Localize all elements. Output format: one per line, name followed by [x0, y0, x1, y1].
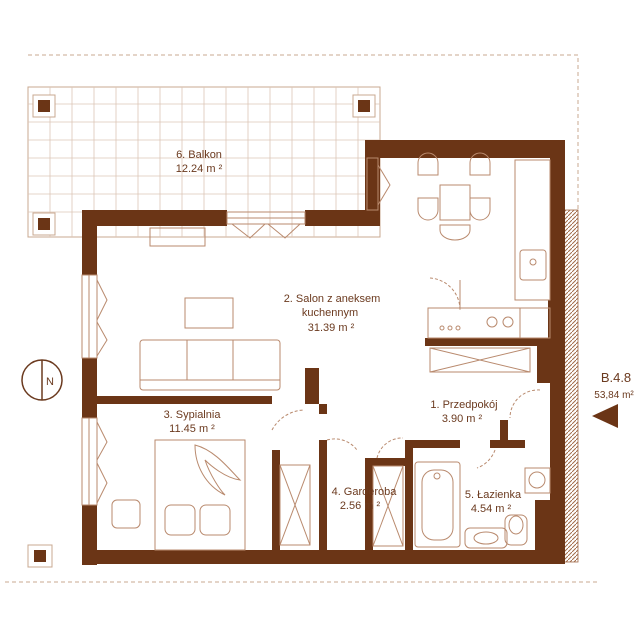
living-furniture	[139, 152, 551, 391]
room-2-line2: kuchennym	[302, 307, 358, 319]
bathroom-fixtures	[414, 389, 551, 549]
sofa	[139, 339, 281, 391]
dashed-boundary	[5, 54, 600, 583]
bed	[154, 439, 246, 551]
coffee-table	[184, 297, 234, 329]
room-1-name: 1. Przedpokój	[430, 399, 497, 411]
room-3-area: 11.45 m ²	[169, 423, 215, 435]
room-1-area: 3.90 m ²	[442, 413, 483, 425]
unit-code: B.4.8	[601, 370, 631, 385]
room-5-area: 4.54 m ²	[471, 503, 512, 515]
closet	[279, 464, 311, 546]
room-2-name: 2. Salon z aneksem	[284, 293, 381, 305]
compass-letter: N	[46, 376, 54, 388]
room-4-name: 4. Garderoba	[332, 486, 398, 498]
entry-arrow-icon	[592, 404, 618, 428]
room-6-area: 12.24 m ²	[176, 163, 223, 175]
bathtub	[414, 461, 461, 548]
kitchen-counter	[514, 159, 551, 301]
unit-area: 53,84 m²	[594, 390, 634, 401]
dining-table	[439, 184, 471, 221]
compass: N	[21, 359, 63, 401]
room-4-area: 2.56 m ²	[340, 500, 381, 512]
exterior-wall-hatched	[563, 209, 579, 563]
windows	[81, 157, 391, 506]
toilet	[504, 514, 528, 546]
room-5-name: 5. Łazienka	[465, 489, 522, 501]
washing-machine	[524, 467, 551, 494]
room-3-name: 3. Sypialnia	[164, 409, 222, 421]
room-2-area: 31.39 m ²	[308, 322, 355, 334]
room-labels: 6. Balkon 12.24 m ² 2. Salon z aneksem k…	[164, 149, 522, 515]
room-6-name: 6. Balkon	[176, 149, 222, 161]
walls	[82, 140, 565, 565]
sink	[464, 527, 508, 549]
bedroom-furniture	[111, 409, 404, 551]
